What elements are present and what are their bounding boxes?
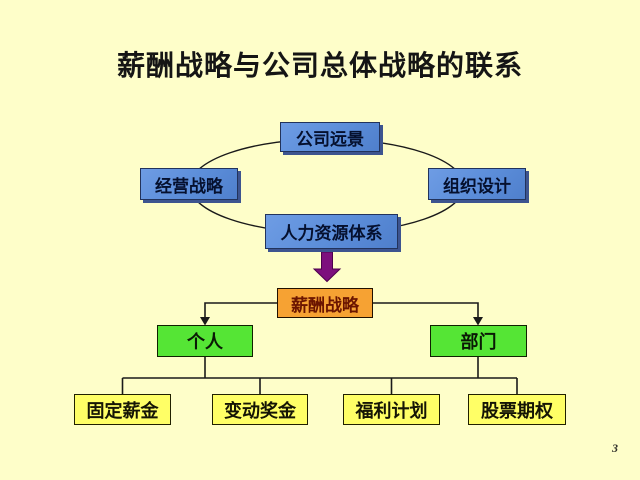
node-business-strategy: 经营战略 [140,168,238,200]
node-variable-bonus: 变动奖金 [212,394,308,425]
node-fixed-salary-label: 固定薪金 [86,400,159,421]
node-fixed-salary: 固定薪金 [74,394,171,425]
node-department-label: 部门 [460,332,497,352]
node-department: 部门 [430,325,527,357]
node-business-strategy-label: 经营战略 [155,176,223,196]
node-variable-bonus-label: 变动奖金 [224,400,296,421]
node-benefit-plan: 福利计划 [343,394,440,425]
node-individual: 个人 [157,325,253,357]
node-org-design-label: 组织设计 [443,176,511,196]
page-number: 3 [612,441,618,455]
node-compensation-strategy: 薪酬战略 [277,288,373,318]
node-org-design: 组织设计 [428,168,526,200]
node-individual-label: 个人 [187,332,223,352]
node-company-vision: 公司远景 [280,122,380,152]
node-benefit-plan-label: 福利计划 [355,400,428,421]
node-hr-system-label: 人力资源体系 [280,224,383,243]
node-hr-system: 人力资源体系 [265,214,398,249]
node-compensation-strategy-label: 薪酬战略 [291,295,359,315]
down-arrow-icon [312,251,342,283]
slide-title: 薪酬战略与公司总体战略的联系 [116,51,523,82]
node-stock-options-label: 股票期权 [481,400,553,421]
node-company-vision-label: 公司远景 [296,129,364,149]
node-stock-options: 股票期权 [468,394,566,425]
